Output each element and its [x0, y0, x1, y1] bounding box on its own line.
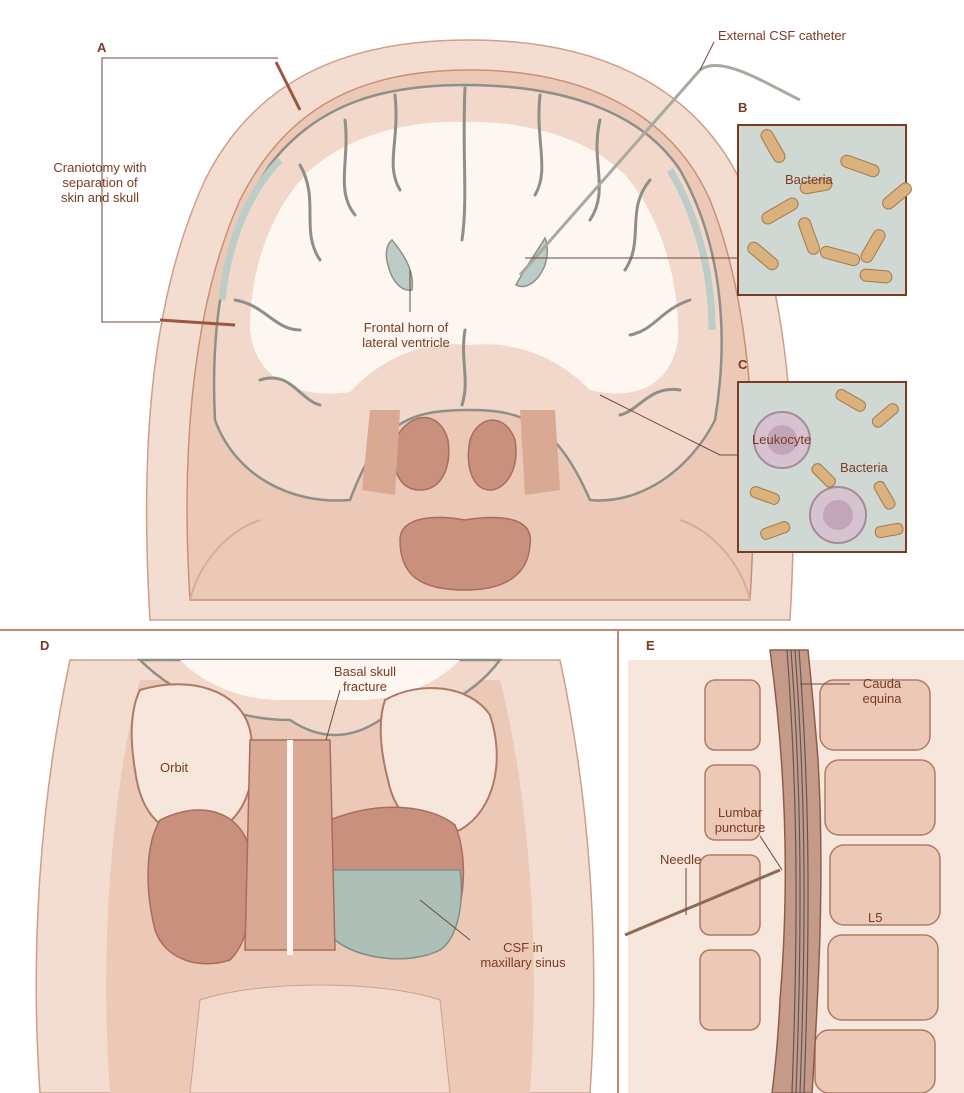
vertebral-body-2 — [825, 760, 935, 835]
label-craniotomy-line3: skin and skull — [40, 190, 160, 205]
label-l5: L5 — [868, 910, 882, 925]
panel-e-spine — [625, 650, 964, 1093]
csf-in-sinus — [324, 870, 461, 959]
panel-label-a: A — [97, 40, 106, 55]
label-bacteria-c: Bacteria — [840, 460, 888, 475]
nasal-area-right — [520, 410, 560, 495]
label-orbit: Orbit — [160, 760, 188, 775]
label-frontal-horn-line2: lateral ventricle — [346, 335, 466, 350]
maxillary-sinus-left — [148, 810, 252, 964]
ethmoid-sinus-left — [394, 418, 449, 491]
label-cauda-line1: Cauda — [852, 676, 912, 691]
label-frontal-horn: Frontal horn of lateral ventricle — [346, 320, 466, 350]
label-cauda-equina: Cauda equina — [852, 676, 912, 706]
panel-label-b: B — [738, 100, 747, 115]
panel-label-d: D — [40, 638, 49, 653]
label-craniotomy-line1: Craniotomy with — [40, 160, 160, 175]
panel-d-face — [36, 660, 594, 1093]
panel-label-e: E — [646, 638, 655, 653]
label-basal-fracture: Basal skull fracture — [320, 664, 410, 694]
sphenoid-sinus — [400, 517, 530, 590]
label-craniotomy-line2: separation of — [40, 175, 160, 190]
inset-b — [738, 125, 914, 295]
label-csf-line2: maxillary sinus — [468, 955, 578, 970]
label-csf-sinus: CSF in maxillary sinus — [468, 940, 578, 970]
label-lumbar-line1: Lumbar — [700, 805, 780, 820]
label-lumbar-puncture: Lumbar puncture — [700, 805, 780, 835]
vertebral-body-3 — [830, 845, 940, 925]
label-basal-line1: Basal skull — [320, 664, 410, 679]
label-cauda-line2: equina — [852, 691, 912, 706]
label-craniotomy: Craniotomy with separation of skin and s… — [40, 160, 160, 205]
label-needle: Needle — [660, 852, 701, 867]
ethmoid-sinus-right — [468, 420, 516, 490]
label-lumbar-line2: puncture — [700, 820, 780, 835]
label-csf-line1: CSF in — [468, 940, 578, 955]
label-basal-line2: fracture — [320, 679, 410, 694]
label-bacteria-b: Bacteria — [785, 172, 833, 187]
label-external-catheter: External CSF catheter — [718, 28, 846, 43]
label-leukocyte: Leukocyte — [752, 432, 811, 447]
panel-label-c: C — [738, 357, 747, 372]
vertebral-body-sacrum — [815, 1030, 935, 1093]
label-frontal-horn-line1: Frontal horn of — [346, 320, 466, 335]
vertebral-body-l5 — [828, 935, 938, 1020]
